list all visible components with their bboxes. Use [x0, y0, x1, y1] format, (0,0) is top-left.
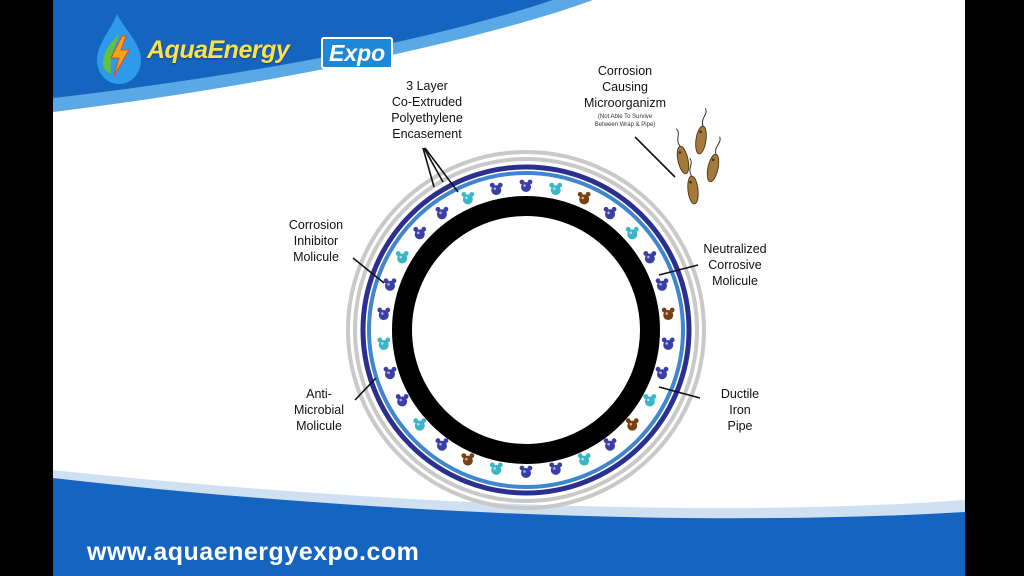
neutralized-leader: [658, 264, 699, 276]
antimicrobial-molecule-icon: [549, 182, 563, 196]
pipe-leader: [658, 386, 701, 399]
inhibitor-label: Corrosion Inhibitor Molicule: [288, 218, 344, 264]
inhibitor-molecule-icon: [661, 337, 675, 350]
antimicrobial-molecule-icon: [625, 226, 639, 240]
antimicrobial-label: Anti- Microbial Molicule: [293, 387, 344, 433]
inhibitor-molecule-icon: [395, 394, 409, 407]
brand-logo: AquaEnergy Expo: [89, 8, 394, 88]
encasement-navy-ring: [360, 164, 692, 496]
pipe-diagram: [346, 108, 721, 510]
pipe-label: Ductile Iron Pipe: [720, 387, 760, 433]
inhibitor-molecule-icon: [655, 278, 669, 291]
water-drop-lightning-icon: [97, 14, 141, 84]
inhibitor-molecule-icon: [383, 278, 397, 291]
neutralized-molecule-icon: [461, 453, 475, 466]
website-url: www.aquaenergyexpo.com: [87, 538, 420, 566]
inhibitor-molecule-icon: [603, 438, 617, 451]
neutralized-molecule-icon: [625, 418, 639, 431]
leader-lines: [352, 136, 701, 401]
microorganism-icon: [706, 136, 721, 183]
slide: AquaEnergy Expo 3 Layer Co-Extruded Poly…: [53, 0, 965, 576]
microorganism-icon: [675, 128, 690, 175]
microorganism-label: Corrosion Causing Microorganizm: [584, 64, 666, 110]
antimicrobial-molecule-icon: [489, 462, 503, 475]
antimicrobial-molecule-icon: [461, 191, 475, 205]
microorganism-icon: [687, 157, 699, 205]
inhibitor-leader: [352, 257, 385, 284]
footer-wave: [53, 478, 965, 576]
ductile-iron-pipe: [392, 196, 660, 464]
antimicrobial-molecule-icon: [377, 337, 391, 350]
molecule-layer: [377, 179, 675, 478]
neutralized-molecule-icon: [661, 307, 675, 321]
inhibitor-molecule-icon: [603, 206, 617, 220]
microorganism-icon: [695, 108, 707, 155]
microorganism-note: (Not Able To Survive Between Wrap & Pipe…: [594, 114, 656, 128]
microorganism-group: [675, 108, 721, 205]
inhibitor-molecule-icon: [549, 462, 563, 475]
antimicrobial-leader: [354, 377, 377, 401]
encasement-outer-ring: [346, 150, 706, 510]
inhibitor-molecule-icon: [519, 465, 533, 478]
encasement-leader-3: [424, 147, 459, 193]
brand-badge: Expo: [321, 37, 394, 69]
inhibitor-molecule-icon: [435, 206, 449, 220]
antimicrobial-molecule-icon: [413, 418, 427, 431]
microorganism-leader: [634, 136, 676, 178]
neutralized-molecule-icon: [577, 191, 591, 205]
encasement-middle-ring: [353, 157, 699, 503]
inhibitor-molecule-icon: [413, 226, 427, 240]
header-wave: [53, 0, 553, 98]
inhibitor-molecule-icon: [655, 366, 669, 380]
inhibitor-molecule-icon: [519, 179, 533, 192]
neutralized-label: Neutralized Corrosive Molicule: [703, 242, 767, 288]
inhibitor-molecule-icon: [377, 307, 391, 321]
inhibitor-molecule-icon: [489, 182, 503, 196]
inhibitor-molecule-icon: [643, 251, 657, 264]
background-waves: [53, 0, 965, 576]
encasement-leader-2: [423, 147, 444, 183]
inhibitor-molecule-icon: [383, 366, 397, 380]
inhibitor-molecule-icon: [435, 438, 449, 451]
brand-name: AquaEnergy: [147, 36, 290, 64]
encasement-label: 3 Layer Co-Extruded Polyethylene Encasem…: [391, 79, 463, 141]
encasement-leader-1: [422, 147, 435, 188]
antimicrobial-molecule-icon: [577, 453, 591, 466]
pipe-rings: [346, 150, 706, 510]
antimicrobial-molecule-icon: [395, 251, 409, 264]
encasement-blue-ring: [367, 171, 685, 489]
antimicrobial-molecule-icon: [643, 394, 657, 407]
